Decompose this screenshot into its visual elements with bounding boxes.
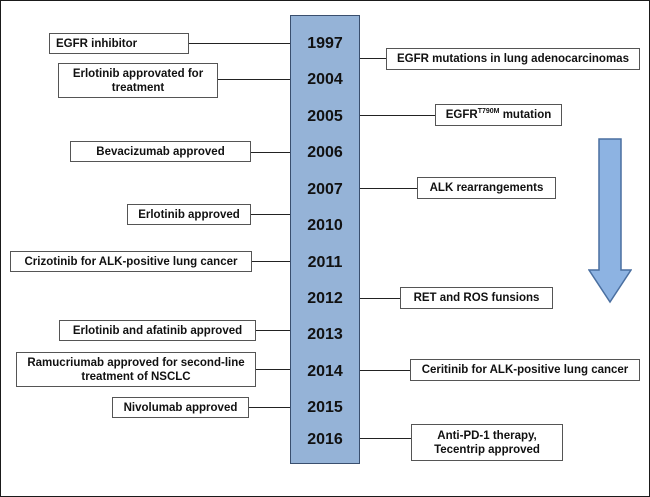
event-box-1997-egfr-mutations: EGFR mutations in lung adenocarcinomas (386, 48, 640, 70)
event-box-2016-anti-pd1: Anti-PD-1 therapy, Tecentrip approved (411, 424, 563, 461)
year-label: 2004 (307, 71, 343, 88)
connector-2004-left (218, 79, 291, 80)
event-box-2014-ceritinib: Ceritinib for ALK-positive lung cancer (410, 359, 640, 381)
event-text: ALK rearrangements (429, 182, 544, 194)
year-label: 2012 (307, 290, 343, 307)
event-box-2004-erlotinib: Erlotinib approvated for treatment (58, 63, 218, 98)
year-label: 2007 (307, 181, 343, 198)
event-text: EGFRT790M mutation (446, 108, 552, 122)
event-text: Erlotinib approved (138, 208, 240, 221)
event-text: EGFR mutations in lung adenocarcinomas (397, 53, 629, 65)
event-text: Nivolumab approved (123, 401, 238, 414)
year-label: 2010 (307, 217, 343, 234)
event-text: treatment (111, 81, 165, 94)
connector-2016-right (359, 438, 411, 439)
connector-2015-left (249, 407, 291, 408)
event-text: Erlotinib approvated for (72, 67, 204, 80)
event-text: Erlotinib and afatinib approved (72, 324, 243, 337)
year-label: 2013 (307, 326, 343, 343)
event-text: Anti-PD-1 therapy, (437, 429, 537, 442)
connector-2013-left (256, 330, 291, 331)
connector-1997-left (189, 43, 291, 44)
event-text: Crizotinib for ALK-positive lung cancer (24, 255, 238, 268)
year-label: 2006 (307, 144, 343, 161)
event-box-2007-alk: ALK rearrangements (417, 177, 556, 199)
event-box-2014-ramucirumab: Ramucriumab approved for second-line tre… (16, 352, 256, 387)
arrow-down-icon (588, 138, 632, 304)
connector-2006-left (251, 152, 291, 153)
arrow-shape (588, 138, 632, 304)
year-label: 2016 (307, 431, 343, 448)
connector-2010-left (251, 214, 291, 215)
year-label: 2015 (307, 399, 343, 416)
event-box-2006-bevacizumab: Bevacizumab approved (70, 141, 251, 162)
event-text: treatment of NSCLC (81, 370, 191, 383)
event-box-2013-afatinib: Erlotinib and afatinib approved (59, 320, 256, 341)
event-text-rest: mutation (499, 109, 552, 121)
mutation-superscript: T790M (477, 108, 500, 116)
year-label: 1997 (307, 35, 343, 52)
connector-2014-right (359, 370, 410, 371)
year-label: 2011 (307, 254, 343, 271)
event-box-2005-egfr-t790m: EGFRT790M mutation (435, 104, 562, 126)
gene-name: EGFR (445, 109, 478, 121)
connector-2005-right (359, 115, 435, 116)
timeline-bar (290, 15, 360, 464)
event-text: Tecentrip approved (434, 443, 540, 456)
event-text: RET and ROS funsions (413, 292, 540, 304)
connector-1997-right (359, 58, 386, 59)
event-box-2011-crizotinib: Crizotinib for ALK-positive lung cancer (10, 251, 252, 272)
event-text: Bevacizumab approved (96, 145, 225, 158)
connector-2007-right (359, 188, 417, 189)
connector-2014-left (256, 369, 291, 370)
connector-2011-left (252, 261, 291, 262)
year-label: 2014 (307, 363, 343, 380)
event-box-2015-nivolumab: Nivolumab approved (112, 397, 249, 418)
event-text: EGFR inhibitor (56, 37, 138, 50)
event-box-2010-erlotinib: Erlotinib approved (127, 204, 251, 225)
event-box-1997-egfr-inhibitor: EGFR inhibitor (49, 33, 189, 54)
event-box-2012-ret-ros: RET and ROS funsions (400, 287, 553, 309)
event-text: Ceritinib for ALK-positive lung cancer (421, 364, 629, 376)
event-text: Ramucriumab approved for second-line (27, 356, 245, 369)
connector-2012-right (359, 298, 400, 299)
year-label: 2005 (307, 108, 343, 125)
